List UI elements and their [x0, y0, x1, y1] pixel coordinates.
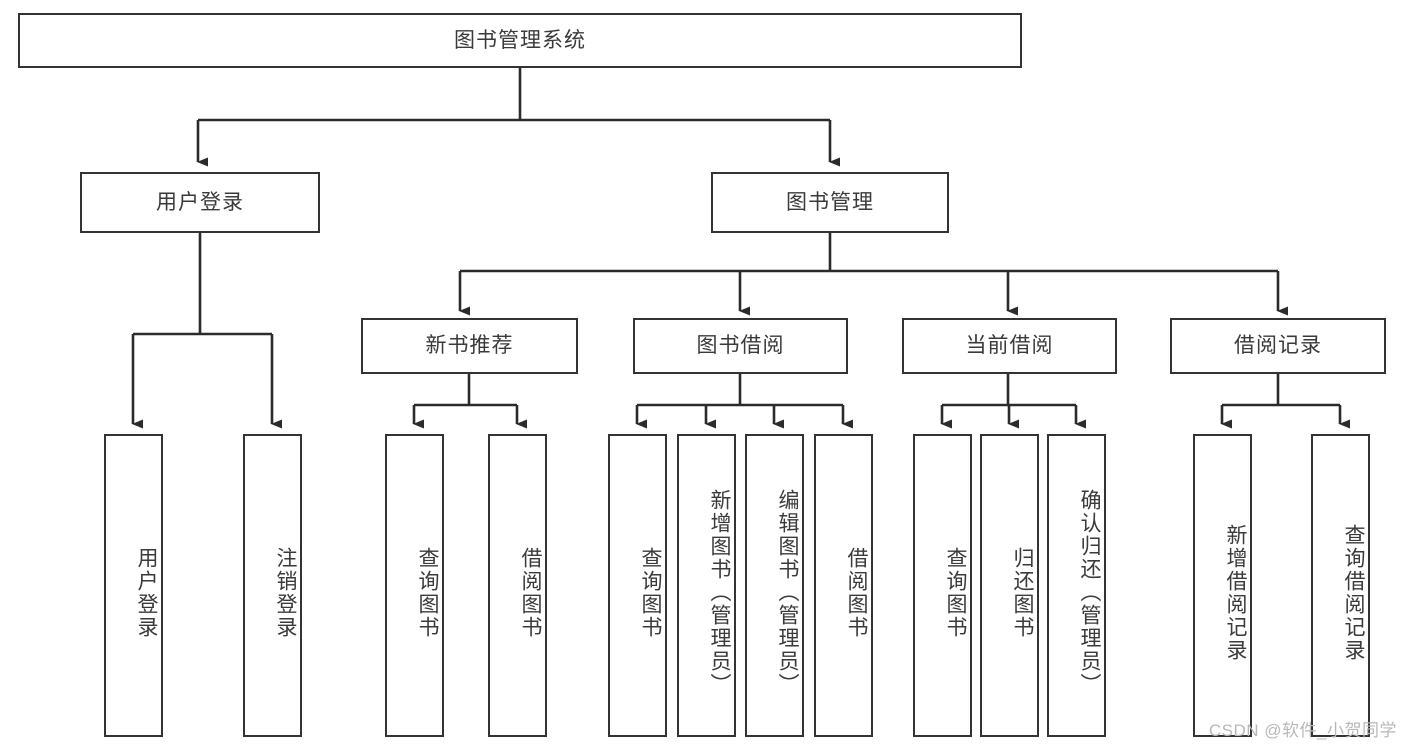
node-label: 借阅图书 — [845, 546, 868, 639]
node-leaf-confirm-return[interactable]: 确认归还（管理员） — [1047, 434, 1106, 737]
node-book-borrow[interactable]: 图书借阅 — [633, 318, 848, 374]
node-label: 查询借阅记录 — [1342, 523, 1365, 662]
node-label: 图书借阅 — [696, 334, 785, 358]
node-leaf-logout[interactable]: 注销登录 — [243, 434, 302, 737]
node-label: 图书管理 — [786, 190, 874, 214]
node-label: 查询图书 — [944, 546, 967, 639]
node-leaf-query-book-2[interactable]: 查询图书 — [608, 434, 667, 737]
node-label: 编辑图书（管理员） — [776, 489, 799, 696]
node-label: 归还图书 — [1011, 546, 1034, 639]
node-leaf-return-book[interactable]: 归还图书 — [980, 434, 1039, 737]
node-label: 用户登录 — [135, 546, 158, 639]
node-label: 新书推荐 — [425, 334, 514, 358]
node-label: 确认归还（管理员） — [1078, 489, 1101, 696]
node-leaf-add-book[interactable]: 新增图书（管理员） — [677, 434, 736, 737]
node-label: 用户登录 — [156, 190, 244, 214]
node-label: 新增借阅记录 — [1224, 523, 1247, 662]
node-leaf-user-login[interactable]: 用户登录 — [104, 434, 163, 737]
node-leaf-borrow-book-1[interactable]: 借阅图书 — [488, 434, 547, 737]
node-label: 查询图书 — [639, 546, 662, 639]
node-book-manage[interactable]: 图书管理 — [711, 172, 949, 233]
node-leaf-query-book-3[interactable]: 查询图书 — [913, 434, 972, 737]
node-borrow-record[interactable]: 借阅记录 — [1170, 318, 1386, 374]
node-leaf-borrow-book-2[interactable]: 借阅图书 — [814, 434, 873, 737]
node-leaf-query-record[interactable]: 查询借阅记录 — [1311, 434, 1370, 737]
node-leaf-query-book-1[interactable]: 查询图书 — [385, 434, 444, 737]
node-label: 借阅记录 — [1234, 334, 1322, 358]
node-current-borrow[interactable]: 当前借阅 — [902, 318, 1117, 374]
node-label: 查询图书 — [416, 546, 439, 639]
node-label: 当前借阅 — [965, 334, 1054, 358]
node-leaf-add-record[interactable]: 新增借阅记录 — [1193, 434, 1252, 737]
node-root-system[interactable]: 图书管理系统 — [18, 13, 1022, 68]
node-label: 图书管理系统 — [454, 28, 586, 52]
node-new-book-rec[interactable]: 新书推荐 — [361, 318, 578, 374]
node-label: 注销登录 — [274, 546, 297, 639]
node-label: 借阅图书 — [519, 546, 542, 639]
node-leaf-edit-book[interactable]: 编辑图书（管理员） — [745, 434, 804, 737]
node-user-login[interactable]: 用户登录 — [80, 172, 320, 233]
csdn-watermark: CSDN @软件_小贺同学 — [1208, 721, 1397, 740]
node-label: 新增图书（管理员） — [708, 489, 731, 696]
